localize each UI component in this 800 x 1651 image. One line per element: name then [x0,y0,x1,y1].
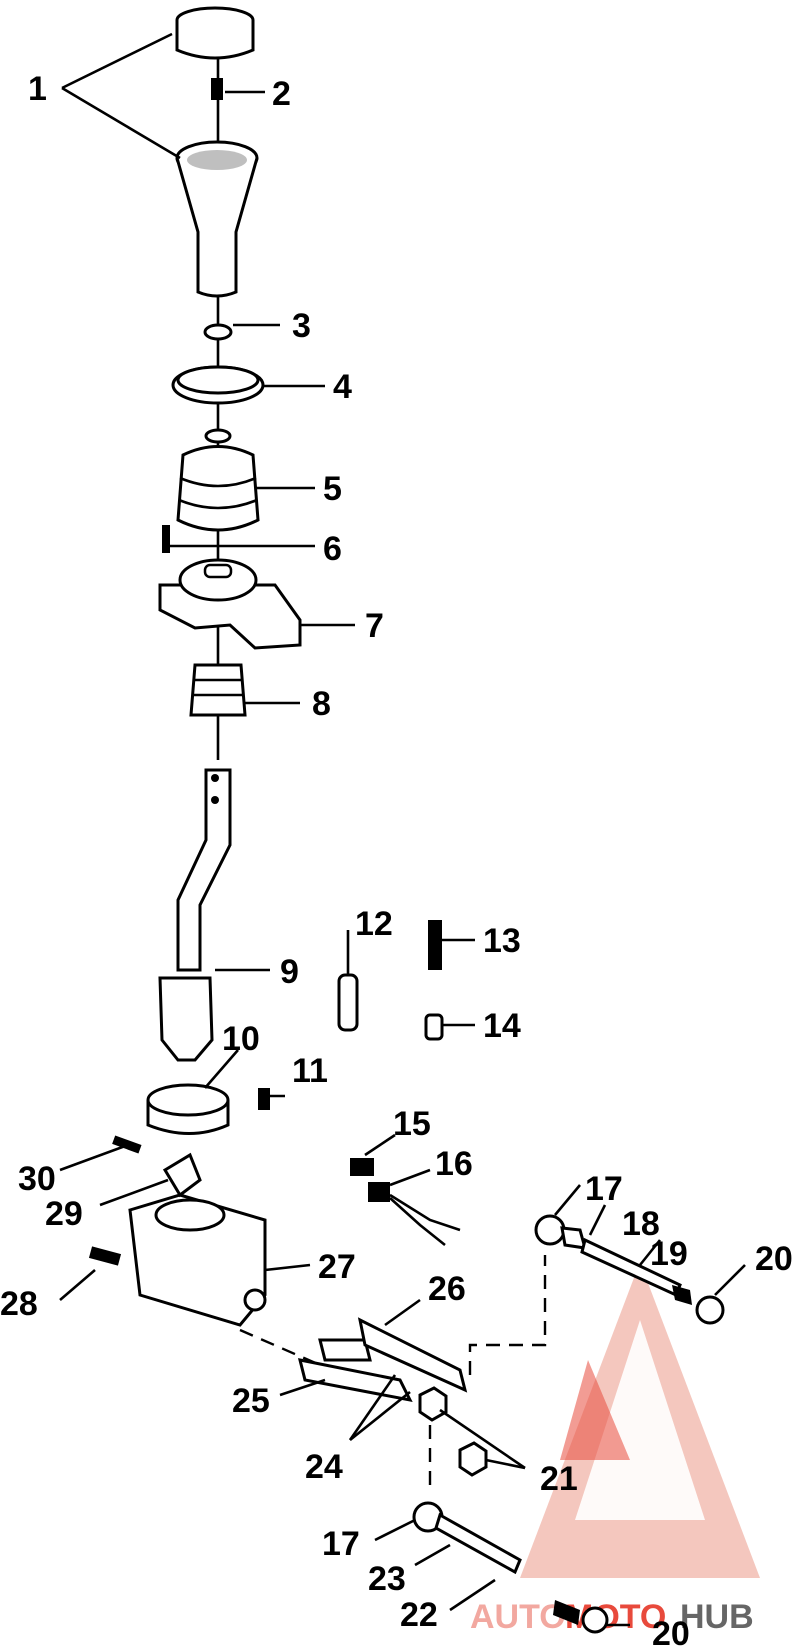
callout-14: 14 [483,1007,521,1045]
callout-10: 10 [222,1020,260,1058]
callout-21: 21 [540,1460,578,1498]
linkage-route-line [468,1255,547,1375]
part-tie-rod-upper [534,1214,725,1325]
part-pin [337,973,359,1032]
part-shaft-25 [297,1358,413,1403]
callout-20-lower: 20 [652,1615,690,1651]
callout-11: 11 [292,1052,328,1090]
part-spring [428,920,442,970]
callout-8: 8 [312,685,331,723]
part-knob-cap [175,6,255,60]
callout-25: 25 [232,1382,270,1420]
automotohub-watermark: AUTO MOTO HUB [470,1262,760,1636]
watermark-auto-text: AUTO [470,1598,566,1636]
part-retaining-ring [171,365,265,405]
part-collar [146,1083,230,1135]
callout-4: 4 [333,368,352,406]
callout-28: 28 [0,1285,38,1323]
part-switch [350,1158,374,1176]
callout-2: 2 [272,75,291,113]
part-detent [162,1152,202,1198]
callout-22: 22 [400,1596,438,1634]
part-o-ring [203,323,233,341]
callout-29: 29 [45,1195,83,1233]
callout-12: 12 [355,905,393,943]
part-base-housing [128,1193,267,1327]
callout-26: 26 [428,1270,466,1308]
part-tie-rod-lower [412,1501,609,1634]
callout-6: 6 [323,530,342,568]
callout-24: 24 [305,1448,343,1486]
callout-5: 5 [323,470,342,508]
part-bracket-26 [357,1317,468,1393]
callout-23: 23 [368,1560,406,1598]
part-nut-upper [418,1386,448,1422]
watermark-hub-text: HUB [680,1598,754,1636]
leader-lines [59,32,746,1627]
callout-3: 3 [292,307,311,345]
part-shift-knob [175,140,259,298]
callout-17-lower: 17 [322,1525,360,1563]
part-shifter-housing [158,558,302,650]
callout-13: 13 [483,922,521,960]
callout-labels: 1 2 3 4 5 6 7 8 9 10 11 12 13 14 15 16 1… [0,70,793,1651]
callout-30: 30 [18,1160,56,1198]
callout-20-upper: 20 [755,1240,793,1278]
part-link-arm [318,1338,372,1362]
callout-15: 15 [393,1105,431,1143]
callout-1: 1 [28,70,47,108]
callout-16: 16 [435,1145,473,1183]
part-wire-harness [368,1182,461,1247]
callout-19: 19 [650,1235,688,1273]
callout-18: 18 [622,1205,660,1243]
callout-17-upper: 17 [585,1170,623,1208]
part-nut-lower [458,1441,488,1477]
part-plunger [424,1013,444,1041]
callout-7: 7 [365,607,384,645]
part-boot [176,428,260,532]
part-set-screw [258,1088,270,1110]
part-bellows [189,663,247,717]
callout-9: 9 [280,953,299,991]
part-bolt [162,525,170,553]
part-screw [211,78,223,100]
part-housing-bolt [88,1246,122,1266]
part-shift-lever [158,768,232,1062]
callout-27: 27 [318,1248,356,1286]
linkage-dashed-line [239,1328,321,1367]
